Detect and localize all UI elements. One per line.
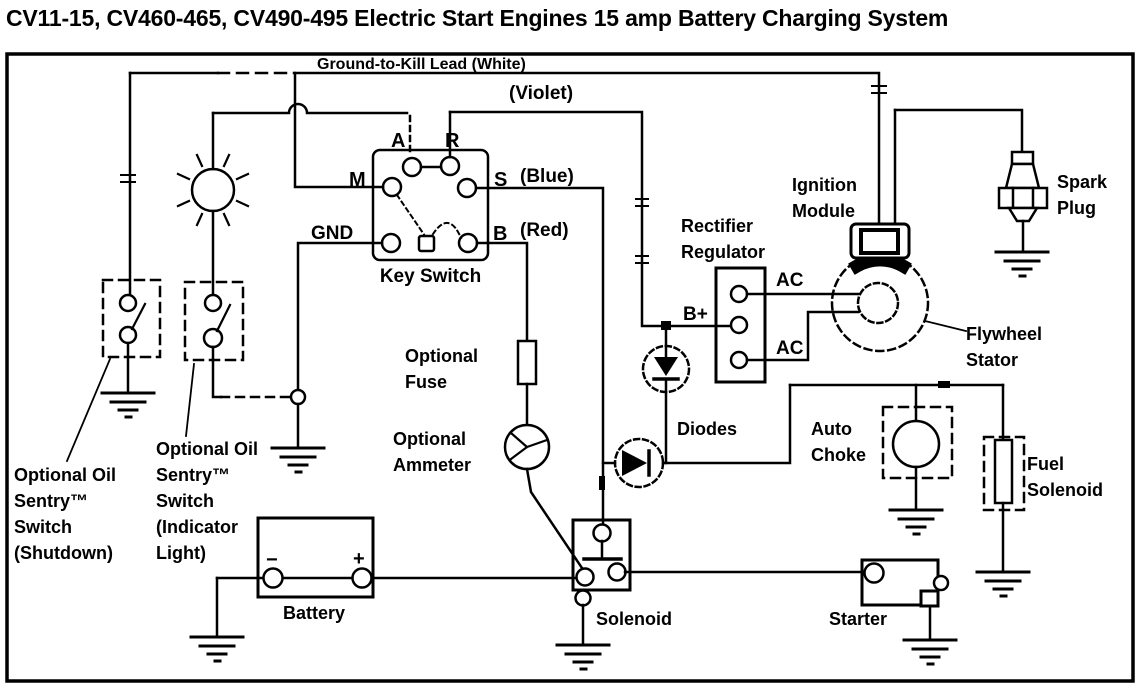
- label-oil-sentry-indicator: Optional Oil Sentry™ Switch (Indicator L…: [156, 439, 258, 563]
- optional-fuse-symbol: [516, 339, 538, 427]
- terminal-label-b: B: [493, 223, 508, 245]
- label-ignition-module: Ignition Module: [792, 175, 857, 221]
- label-spark-plug: Spark Plug: [1057, 172, 1108, 218]
- oil-sentry-indicator-switch-symbol: [183, 280, 307, 450]
- wire-label-violet: (Violet): [509, 83, 574, 104]
- label-battery: Battery: [283, 603, 346, 623]
- ignition-module-symbol: [849, 108, 911, 260]
- label-solenoid: Solenoid: [596, 609, 672, 629]
- label-fuel-solenoid: Fuel Solenoid: [1027, 454, 1103, 500]
- indicator-light-symbol: [176, 102, 412, 297]
- terminal-label-r: R: [445, 130, 460, 152]
- label-starter: Starter: [829, 609, 888, 629]
- label-optional-fuse: Optional Fuse: [405, 346, 478, 392]
- diode-symbols: [599, 321, 792, 490]
- battery-positive-sign: +: [353, 548, 365, 570]
- page-title: CV11-15, CV460-465, CV490-495 Electric S…: [6, 5, 949, 31]
- label-ac-bottom: AC: [776, 338, 804, 359]
- label-optional-ammeter: Optional Ammeter: [393, 429, 472, 475]
- terminal-label-s: S: [494, 169, 508, 191]
- battery-symbol: [215, 516, 579, 639]
- label-leader-lines: [65, 319, 968, 463]
- label-rectifier-regulator: Rectifier Regulator: [681, 216, 766, 262]
- label-b-plus: B+: [683, 304, 708, 325]
- oil-sentry-shutdown-switch-symbol: [101, 278, 162, 395]
- ground-symbols: [100, 250, 1050, 671]
- label-flywheel-stator: Flywheel Stator: [966, 324, 1043, 370]
- optional-ammeter-symbol: [503, 423, 586, 573]
- rectifier-regulator-symbol: [714, 266, 860, 384]
- solenoid-symbol: [571, 518, 866, 647]
- label-ac-top: AC: [776, 270, 804, 291]
- ground-to-kill-lead-wire: [120, 71, 887, 296]
- battery-negative-sign: −: [266, 549, 278, 571]
- label-key-switch: Key Switch: [379, 266, 482, 287]
- terminal-label-m: M: [349, 169, 366, 191]
- label-auto-choke: Auto Choke: [811, 419, 867, 465]
- diagram-frame: [5, 52, 1135, 683]
- key-switch-symbol: [371, 148, 490, 262]
- wire-label-blue: (Blue): [520, 166, 574, 187]
- auto-choke-symbol: [788, 381, 1005, 512]
- wire-label-ground-to-kill: Ground-to-Kill Lead (White): [317, 56, 526, 73]
- wire-label-red: (Red): [520, 220, 569, 241]
- starter-symbol: [860, 558, 950, 642]
- spark-plug-symbol: [893, 108, 1049, 254]
- label-oil-sentry-shutdown: Optional Oil Sentry™ Switch (Shutdown): [14, 465, 116, 563]
- fuel-solenoid-symbol: [982, 383, 1026, 574]
- label-diodes: Diodes: [677, 419, 738, 439]
- terminal-label-gnd: GND: [311, 223, 354, 244]
- flywheel-stator-symbol: [830, 253, 930, 353]
- key-switch-wires: [293, 71, 733, 527]
- terminal-label-a: A: [391, 130, 406, 152]
